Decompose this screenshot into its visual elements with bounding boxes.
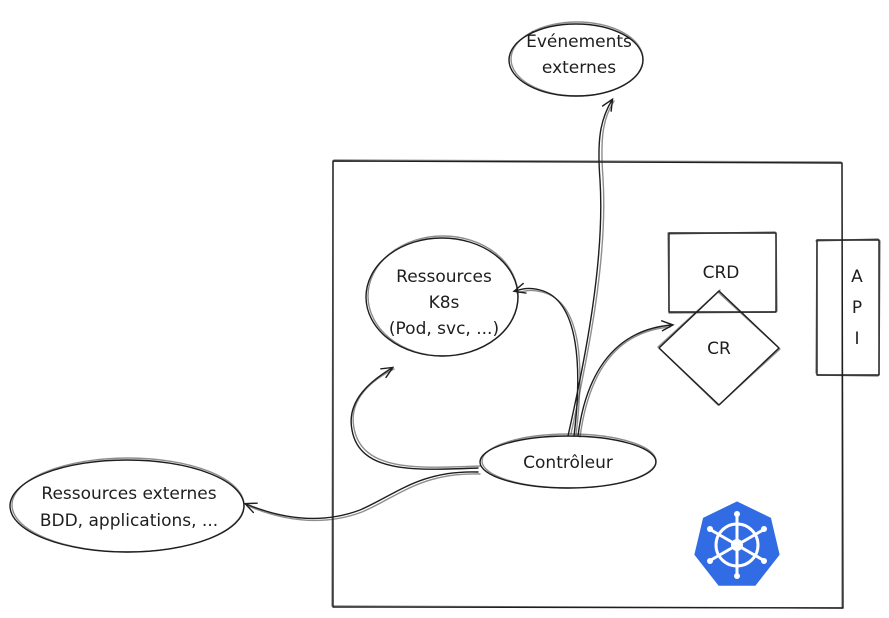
api-letter-i: I bbox=[854, 329, 859, 349]
crd-label: CRD bbox=[703, 263, 740, 283]
cluster-boundary bbox=[331, 159, 844, 609]
arrows bbox=[243, 97, 675, 522]
api-letter-p: P bbox=[852, 298, 862, 318]
kubernetes-helm-icon bbox=[691, 498, 783, 589]
arrow-controller-to-events bbox=[567, 97, 614, 437]
crd-node: CRD bbox=[667, 231, 778, 314]
external-resources-line-2: BDD, applications, ... bbox=[40, 511, 218, 531]
k8s-resources-line-1: Ressources bbox=[396, 267, 492, 287]
external-resources-line-1: Ressources externes bbox=[41, 484, 216, 504]
arrow-controller-to-cr bbox=[577, 320, 675, 437]
external-events-line-2: externes bbox=[542, 58, 616, 78]
k8s-resources-node: Ressources K8s (Pod, svc, ...) bbox=[365, 235, 519, 357]
k8s-resources-line-2: K8s bbox=[429, 293, 460, 313]
cr-label: CR bbox=[707, 339, 731, 359]
controller-label: Contrôleur bbox=[523, 453, 613, 473]
external-resources-node: Ressources externes BDD, applications, .… bbox=[9, 457, 245, 553]
external-events-line-1: Événements bbox=[526, 30, 632, 52]
cr-node: CR bbox=[657, 289, 781, 406]
arrow-controller-to-k8s bbox=[512, 282, 579, 437]
api-node: A P I bbox=[815, 238, 881, 377]
controller-node: Contrôleur bbox=[479, 433, 657, 489]
external-events-node: Événements externes bbox=[508, 21, 644, 97]
k8s-resources-line-3: (Pod, svc, ...) bbox=[389, 319, 499, 339]
api-letter-a: A bbox=[851, 267, 863, 287]
arrow-controller-to-external bbox=[243, 471, 479, 520]
